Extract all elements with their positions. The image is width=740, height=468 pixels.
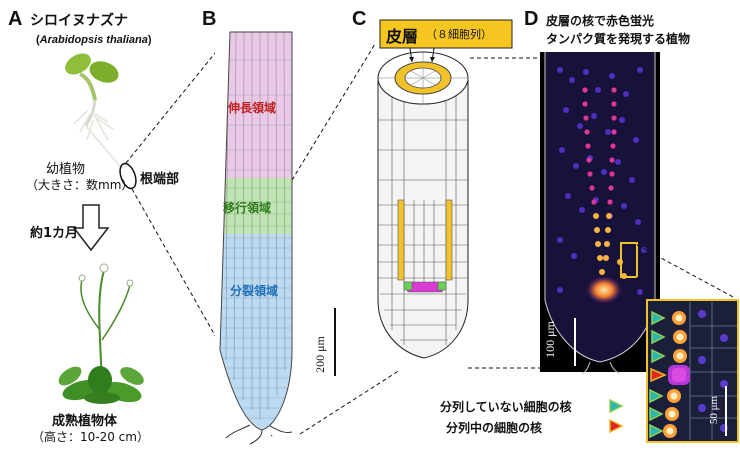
panel-d-title-line1: 皮層の核で赤色蛍光 <box>546 14 655 28</box>
marker-non-dividing-2 <box>651 329 666 345</box>
marker-non-dividing-3 <box>651 348 666 364</box>
scale-bar-d-label: 100 μm <box>542 321 557 358</box>
legend-non-dividing-label: 分列していない細胞の核 <box>440 400 572 414</box>
transition-zone-label: 移行領域 <box>223 201 272 215</box>
seedling-image <box>65 53 123 169</box>
seedling-size: （大きさ：数mm） <box>26 178 134 192</box>
mature-plant-label: 成熟植物体 <box>52 414 118 429</box>
legend-marker-dividing-icon <box>609 418 624 434</box>
seedling-label: 幼植物 <box>46 162 86 177</box>
species-latin-italic: Arabidopsis thaliana <box>39 34 148 46</box>
marker-non-dividing-6 <box>649 423 664 439</box>
root-schematic <box>377 51 469 359</box>
panel-letter-b: B <box>202 8 217 30</box>
marker-non-dividing-1 <box>651 310 666 326</box>
legend-dividing-label: 分列中の細胞の核 <box>446 421 543 435</box>
elongation-zone-label: 伸長領域 <box>228 101 277 115</box>
growth-arrow-label: 約1カ月 <box>30 226 79 241</box>
panel-d-title-line2: タンパク質を発現する植物 <box>546 32 691 46</box>
marker-non-dividing-5 <box>649 406 664 422</box>
cortex-title-box <box>379 19 513 49</box>
panel-letter-c: C <box>352 8 367 30</box>
marker-dividing <box>650 367 667 383</box>
down-arrow-icon <box>72 204 110 252</box>
root-tip-circle <box>119 162 137 190</box>
marker-non-dividing-4 <box>649 388 664 404</box>
root-micrograph <box>215 30 295 445</box>
species-title: シロイヌナズナ <box>30 13 128 29</box>
panel-letter-a: A <box>8 8 23 30</box>
legend-marker-non-dividing-icon <box>609 398 624 414</box>
scale-bar-inset-label: 50 μm <box>708 395 721 425</box>
fluorescence-micrograph <box>540 52 660 375</box>
species-latin-name: (Arabidopsis thaliana) <box>36 34 152 46</box>
cortex-title: 皮層 <box>386 27 419 46</box>
root-tip-label: 根端部 <box>140 172 180 187</box>
mature-plant-height: （高さ：10-20 cm） <box>32 430 149 444</box>
scale-bar-b-label: 200 μm <box>312 336 327 373</box>
cortex-cell-files: （８細胞列） <box>426 28 492 41</box>
inset-micrograph <box>646 299 739 443</box>
division-zone-label: 分裂領域 <box>230 284 279 298</box>
mature-plant-image <box>58 263 144 404</box>
panel-letter-d: D <box>524 8 539 30</box>
